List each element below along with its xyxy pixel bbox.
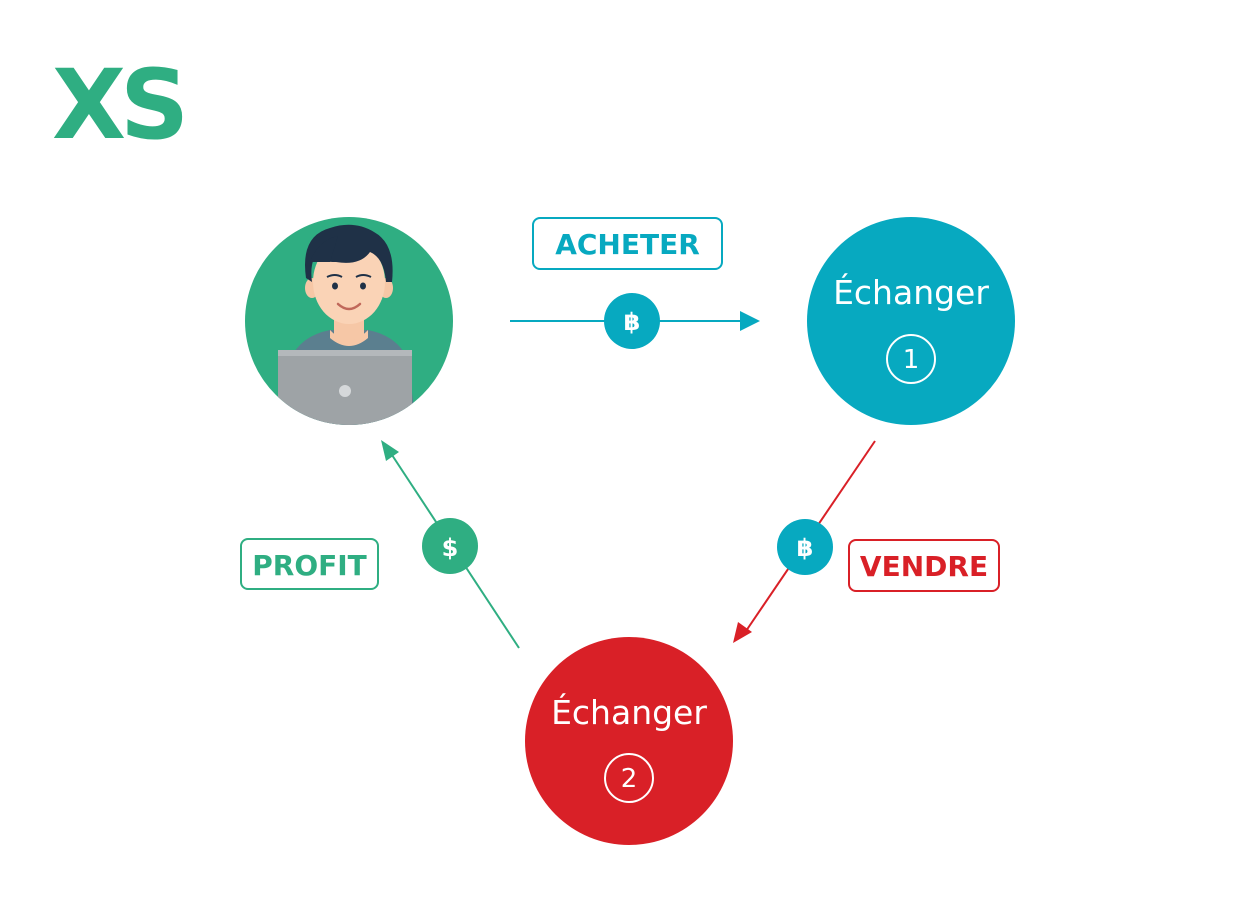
buy-tag: ACHETER xyxy=(532,217,723,270)
bitcoin-icon: ฿ xyxy=(624,308,641,336)
dollar-icon: $ xyxy=(442,534,459,562)
buy-label: ACHETER xyxy=(555,228,700,261)
exchange-1-node: Échanger 1 xyxy=(807,217,1015,425)
profit-tag: PROFIT xyxy=(240,538,379,590)
bitcoin-icon: ฿ xyxy=(797,534,814,562)
exchange-2-label: Échanger xyxy=(551,692,707,732)
exchange-2-number: 2 xyxy=(621,764,638,794)
buy-coin: ฿ xyxy=(604,293,660,349)
sell-label: VENDRE xyxy=(860,550,988,583)
profit-coin: $ xyxy=(422,518,478,574)
exchange-1-label: Échanger xyxy=(833,272,989,312)
profit-label: PROFIT xyxy=(252,549,367,582)
sell-tag: VENDRE xyxy=(848,539,1000,592)
trader-avatar-icon xyxy=(278,224,416,425)
brand-logo: XS xyxy=(52,49,183,161)
exchange-2-node: Échanger 2 xyxy=(525,637,733,845)
sell-coin: ฿ xyxy=(777,519,833,575)
trader-node xyxy=(245,217,453,425)
exchange-1-number: 1 xyxy=(903,345,920,375)
exchange-1-number-ring xyxy=(886,334,936,384)
exchange-2-number-ring xyxy=(604,753,654,803)
